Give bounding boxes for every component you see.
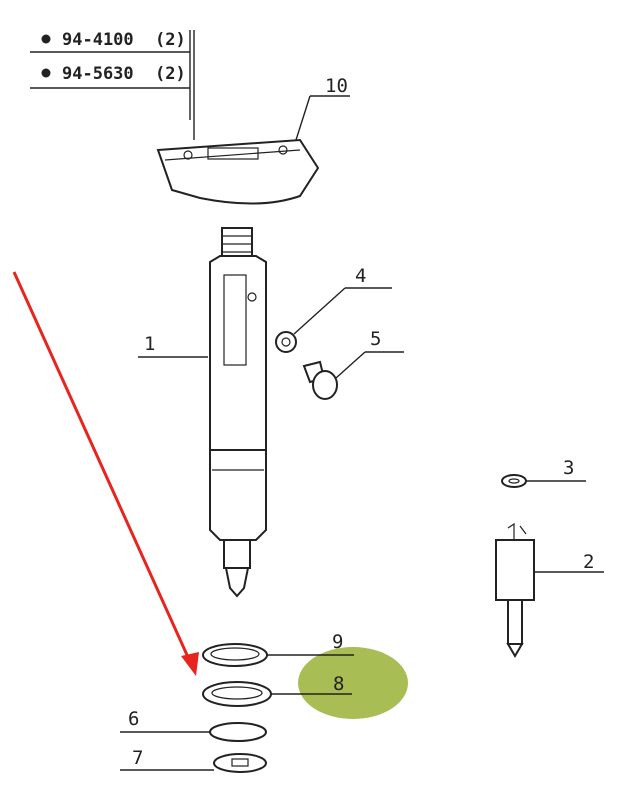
callout-1: 1 (144, 333, 155, 355)
part-7-washer: 7 (120, 747, 267, 773)
part-1-injector: 1 (138, 227, 267, 598)
part-reference-table: 94-4100 (2) 94-5630 (2) (30, 30, 195, 140)
part-5-bolt: 5 (302, 328, 404, 400)
red-arrow-icon (12, 271, 199, 676)
callout-4: 4 (355, 265, 366, 287)
part-10-clamp: 10 (156, 75, 350, 205)
part-ref-qty-2: (2) (155, 64, 186, 84)
part-3-washer: 3 (501, 457, 586, 488)
callout-9: 9 (332, 631, 343, 653)
bullet-icon (41, 34, 51, 44)
part-ref-code-1: 94-4100 (62, 30, 134, 50)
part-6-ring: 6 (120, 708, 267, 742)
bullet-icon (41, 68, 51, 78)
part-ref-code-2: 94-5630 (62, 64, 134, 84)
part-ref-qty-1: (2) (155, 30, 186, 50)
part-2-nozzle: 2 (495, 522, 604, 658)
callout-10: 10 (325, 75, 348, 97)
callout-7: 7 (132, 747, 143, 769)
callout-5: 5 (370, 328, 381, 350)
callout-6: 6 (128, 708, 139, 730)
callout-3: 3 (563, 457, 574, 479)
part-4-nut: 4 (275, 265, 392, 353)
part-8-oring: 8 (202, 673, 352, 707)
highlight-circle (298, 647, 408, 719)
part-9-seal: 9 (202, 631, 354, 667)
callout-8: 8 (333, 673, 344, 695)
callout-2: 2 (583, 551, 594, 573)
